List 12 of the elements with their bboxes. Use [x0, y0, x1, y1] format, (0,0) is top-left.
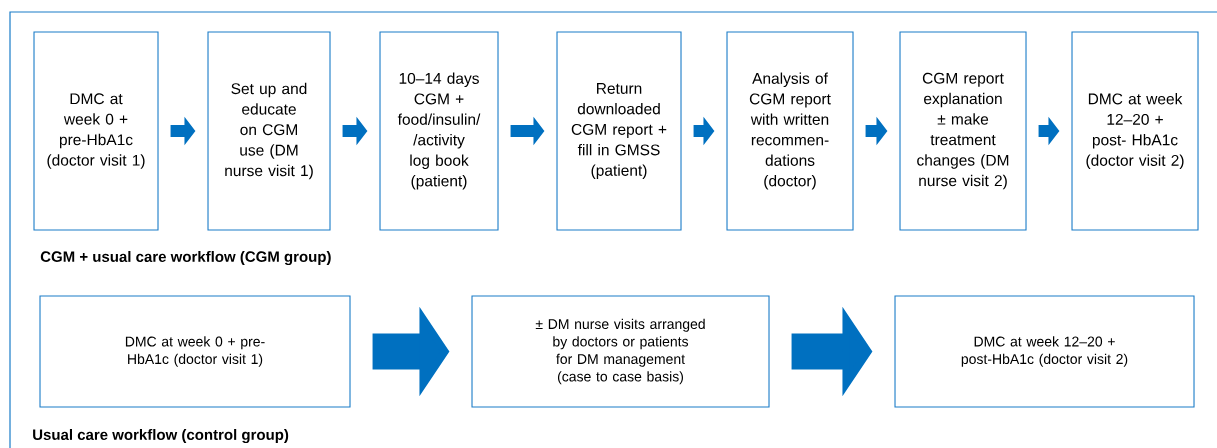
caption-label: Usual care workflow (control group) — [33, 429, 289, 444]
process-box: CGM report explanation ± make treatment changes (DM nurse visit 2) — [899, 31, 1027, 231]
process-box: Return downloaded CGM report + fill in GMSS (patient) — [556, 31, 682, 231]
process-box: DMC at week 12–20 + post-HbA1c (doctor visit 2) — [894, 295, 1195, 408]
process-box: Analysis of CGM report with written recommen- dations (doctor) — [726, 31, 854, 231]
process-box: DMC at week 12–20 + post- HbA1c (doctor visit 2) — [1071, 31, 1199, 231]
process-box: DMC at week 0 + pre-HbA1c (doctor visit 1) — [33, 31, 159, 231]
caption-label: CGM + usual care workflow (CGM group) — [40, 251, 331, 266]
process-box: DMC at week 0 + pre-HbA1c (doctor visit 1) — [39, 295, 351, 408]
process-box: Set up and educate on CGM use (DM nurse visit 1) — [207, 31, 331, 231]
process-box: 10–14 days CGM + food/insulin/ /activity log book (patient) — [379, 31, 499, 231]
process-box: ± DM nurse visits arranged by doctors or patients for DM management (case to case basis) — [471, 295, 770, 408]
